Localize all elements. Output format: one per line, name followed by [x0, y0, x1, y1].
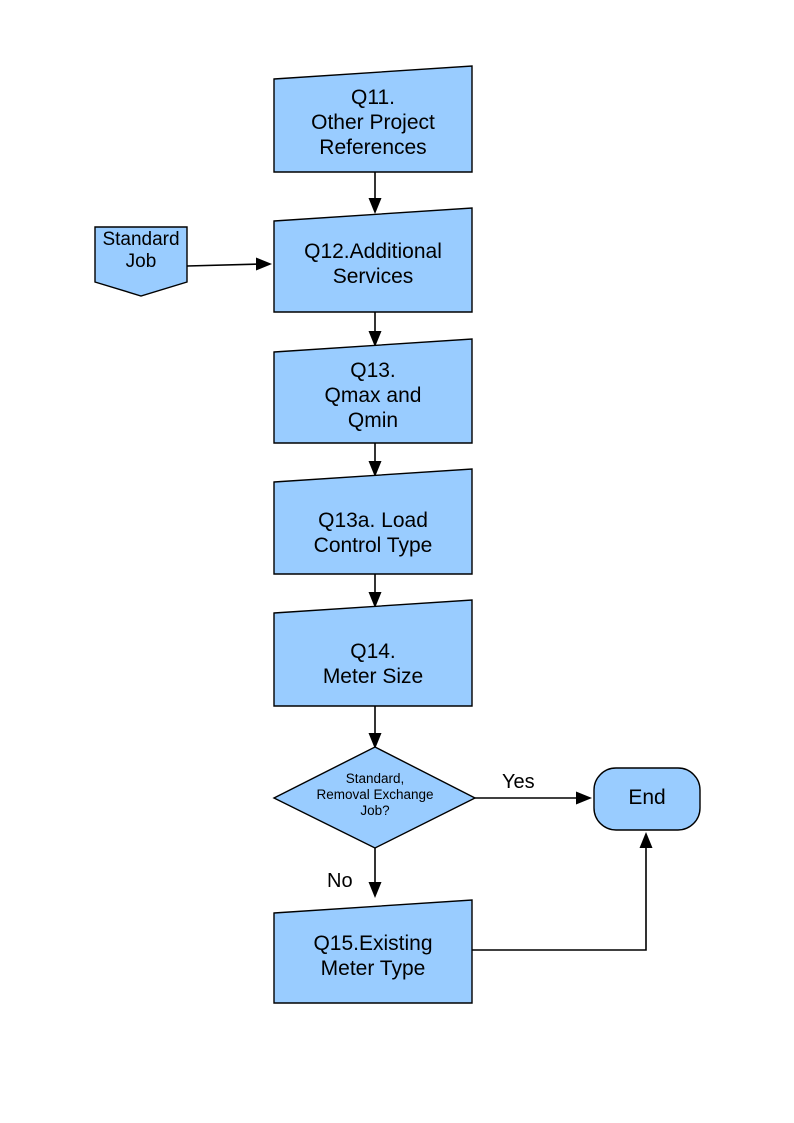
- edge-q15-to-end: [472, 832, 653, 951]
- node-q13-shape: [273, 338, 473, 444]
- node-q15-shape: [273, 899, 473, 1004]
- node-q13a[interactable]: [274, 469, 472, 574]
- edge-q14-to-decision: [368, 706, 382, 749]
- node-q11-shape: [273, 65, 473, 173]
- node-decision[interactable]: [274, 747, 475, 848]
- node-q15[interactable]: [274, 900, 472, 1003]
- node-q14[interactable]: [274, 600, 472, 706]
- edge-standardjob-to-q12: [186, 257, 272, 271]
- edge-q13a-to-q14: [368, 574, 382, 608]
- node-standard-job-shape: [94, 226, 188, 297]
- node-end[interactable]: [594, 768, 700, 830]
- edge-label-yes: Yes: [502, 771, 535, 793]
- node-q11[interactable]: [274, 66, 472, 172]
- node-q12[interactable]: [274, 208, 472, 312]
- edge-q11-to-q12: [368, 172, 382, 214]
- node-decision-shape: [272, 746, 477, 849]
- node-end-shape: [593, 767, 701, 831]
- edge-q13-to-q13a: [368, 443, 382, 477]
- edge-label-no: No: [327, 870, 353, 892]
- node-q13[interactable]: [274, 339, 472, 443]
- edge-decision-to-end-yes: [475, 791, 592, 805]
- node-q13a-shape: [273, 468, 473, 575]
- edge-decision-to-q15-no: [368, 848, 382, 898]
- node-q12-shape: [273, 207, 473, 313]
- node-q14-shape: [273, 599, 473, 707]
- edge-q12-to-q13: [368, 312, 382, 347]
- node-standard-job[interactable]: [95, 227, 187, 296]
